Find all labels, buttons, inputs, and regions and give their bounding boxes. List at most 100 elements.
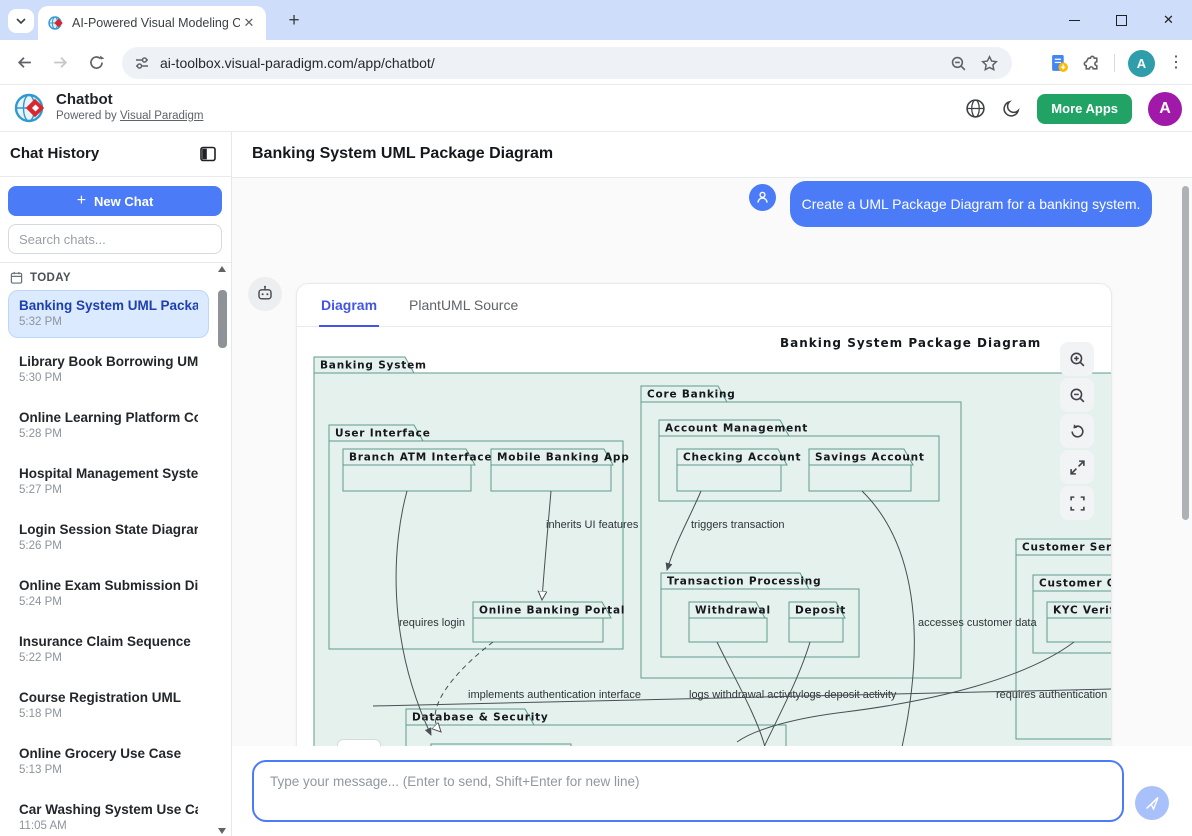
uml-package: Withdrawal xyxy=(688,601,771,643)
site-favicon xyxy=(48,16,63,30)
fullscreen-corners-icon xyxy=(1069,495,1085,511)
person-icon xyxy=(757,191,768,203)
reset-view-button[interactable] xyxy=(1060,414,1094,448)
chat-time: 5:28 PM xyxy=(19,428,62,440)
uml-package: Branch ATM Interface xyxy=(342,448,492,492)
expand-button[interactable] xyxy=(1060,450,1094,484)
zoom-out-button[interactable] xyxy=(1060,378,1094,412)
zoom-indicator-icon[interactable] xyxy=(950,55,967,72)
uml-edge xyxy=(736,641,1075,743)
language-globe-icon[interactable] xyxy=(965,98,986,119)
package-label: User Interface xyxy=(335,428,431,440)
main-content: Banking System UML Package Diagram Creat… xyxy=(232,132,1192,836)
uml-edge xyxy=(665,490,702,571)
robot-icon xyxy=(258,285,272,300)
main-scrollbar-thumb[interactable] xyxy=(1182,186,1189,520)
chat-title: Hospital Management Syste... xyxy=(19,466,198,481)
package-label: Checking Account xyxy=(683,452,801,464)
list-item[interactable]: Hospital Management Syste...5:27 PM xyxy=(8,458,209,506)
chat-title: Insurance Claim Sequence xyxy=(19,634,191,649)
new-tab-button[interactable]: + xyxy=(288,10,300,31)
composer xyxy=(232,746,1192,836)
window-maximize-button[interactable] xyxy=(1098,0,1145,40)
conversation-header: Banking System UML Package Diagram xyxy=(232,132,1192,178)
uml-edge xyxy=(763,641,811,746)
dark-mode-moon-icon[interactable] xyxy=(1002,99,1021,118)
browser-titlebar: AI-Powered Visual Modeling Ch ✕ + ✕ xyxy=(0,0,1192,40)
more-apps-button[interactable]: More Apps xyxy=(1037,93,1132,124)
docs-offline-icon[interactable] xyxy=(1050,54,1069,73)
divider xyxy=(0,176,231,177)
page-title: Banking System UML Package Diagram xyxy=(252,145,554,162)
tab-plantuml-source[interactable]: PlantUML Source xyxy=(409,297,519,313)
fullscreen-button[interactable] xyxy=(1060,486,1094,520)
list-item[interactable]: Banking System UML Packag...5:32 PM xyxy=(8,290,209,338)
new-chat-button[interactable]: + New Chat xyxy=(8,186,222,216)
reload-button[interactable] xyxy=(82,48,110,76)
plus-icon: + xyxy=(76,192,87,209)
uml-package: Customer Onboarding xyxy=(1032,574,1111,654)
uml-package: Deposit xyxy=(788,601,846,643)
chat-time: 5:30 PM xyxy=(19,372,62,384)
scrollbar-thumb[interactable] xyxy=(218,290,227,348)
zoom-in-button[interactable] xyxy=(1060,342,1094,376)
extensions-puzzle-icon[interactable] xyxy=(1082,54,1101,73)
url-bar[interactable]: ai-toolbox.visual-paradigm.com/app/chatb… xyxy=(122,47,1012,79)
sidebar-scrollbar[interactable] xyxy=(217,266,228,834)
uml-package: Online Banking Portal xyxy=(472,601,624,643)
tab-close-icon[interactable]: ✕ xyxy=(243,15,255,30)
scroll-down-arrow[interactable] xyxy=(218,828,226,834)
uml-edge xyxy=(395,490,432,736)
package-label: Mobile Banking App xyxy=(497,452,630,464)
browser-profile-avatar[interactable]: A xyxy=(1128,49,1155,77)
tab-diagram[interactable]: Diagram xyxy=(318,284,380,327)
scroll-up-arrow[interactable] xyxy=(218,266,226,272)
today-label: TODAY xyxy=(30,271,71,284)
package-label: Withdrawal xyxy=(695,605,771,617)
package-label: KYC Verification xyxy=(1053,605,1111,617)
list-item[interactable]: Online Exam Submission Dia...5:24 PM xyxy=(8,570,209,618)
browser-menu-icon[interactable]: ⋮ xyxy=(1168,54,1184,71)
bookmark-star-icon[interactable] xyxy=(981,54,998,72)
package-label: Core Banking xyxy=(647,389,736,401)
url-text: ai-toolbox.visual-paradigm.com/app/chatb… xyxy=(160,55,435,71)
edge-label: requires login xyxy=(399,617,465,629)
window-minimize-button[interactable] xyxy=(1051,0,1098,40)
user-account-avatar[interactable]: A xyxy=(1148,91,1182,126)
visual-paradigm-logo xyxy=(14,93,45,123)
uml-package: KYC Verification xyxy=(1046,601,1111,643)
back-button[interactable] xyxy=(10,48,38,76)
send-button[interactable] xyxy=(1135,786,1169,820)
package-label: Savings Account xyxy=(815,452,925,464)
visual-paradigm-link[interactable]: Visual Paradigm xyxy=(119,110,204,122)
today-section-header: TODAY xyxy=(10,271,71,284)
window-close-button[interactable]: ✕ xyxy=(1163,12,1174,27)
powered-by-text: Powered by xyxy=(56,110,117,122)
user-message-avatar xyxy=(749,184,776,211)
edge-label: accesses customer data xyxy=(918,617,1037,629)
tab-search-button[interactable] xyxy=(8,9,34,33)
chat-title: Online Grocery Use Case xyxy=(19,746,182,761)
browser-tab[interactable]: AI-Powered Visual Modeling Ch ✕ xyxy=(38,6,266,40)
uml-edge xyxy=(542,490,552,600)
list-item[interactable]: Online Grocery Use Case 5:13 PM xyxy=(8,738,209,786)
header-actions: More Apps A xyxy=(965,85,1182,132)
chat-time: 5:13 PM xyxy=(19,764,62,776)
back-arrow-icon xyxy=(17,56,31,68)
list-item[interactable]: Online Learning Platform Co...5:28 PM xyxy=(8,402,209,450)
package-label: Customer Service xyxy=(1022,542,1111,554)
user-message-bubble: Create a UML Package Diagram for a banki… xyxy=(790,181,1152,227)
forward-button[interactable] xyxy=(46,48,74,76)
collapse-panel-icon[interactable] xyxy=(199,145,217,163)
search-input[interactable] xyxy=(8,224,222,254)
edge-label: logs withdrawal activity xyxy=(689,689,801,701)
message-input[interactable] xyxy=(252,760,1124,822)
uml-package: Mobile Banking App xyxy=(490,448,630,492)
